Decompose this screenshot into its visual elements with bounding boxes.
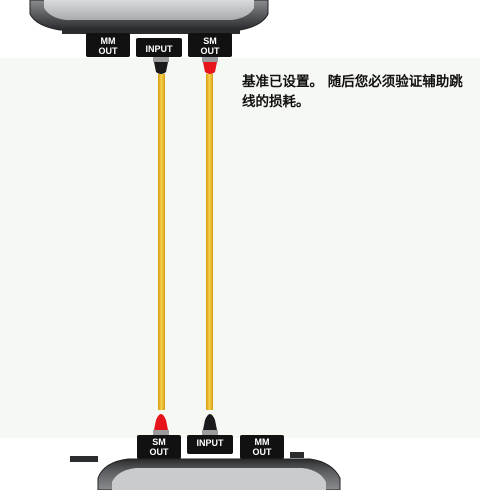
top-port-input-label: INPUT [146, 44, 174, 54]
bottom-port-input: INPUT [187, 435, 233, 454]
top-tester-device [29, 0, 269, 34]
top-connector-red [202, 57, 218, 74]
bottom-port-mm-out-label: MM [255, 437, 270, 447]
bottom-port-input-label: INPUT [197, 438, 225, 448]
instruction-text: 基准已设置。 随后您必须验证辅助跳线的损耗。 [242, 74, 463, 110]
bottom-port-mm-out: MM OUT [240, 435, 284, 459]
top-port-input: INPUT [136, 38, 182, 57]
bottom-connector-black [202, 414, 218, 435]
bottom-port-mm-out-label: OUT [253, 447, 273, 457]
top-port-sm-out-label: OUT [201, 46, 221, 56]
bottom-connector-red [153, 414, 169, 435]
top-connector-black [153, 57, 169, 74]
diagram-area [0, 58, 480, 438]
jumper-cable-right [206, 74, 213, 410]
bottom-port-sm-out-label: OUT [150, 447, 170, 457]
bottom-tester-device [70, 452, 341, 491]
top-port-sm-out: SM OUT [188, 33, 232, 57]
top-port-mm-out-label: MM [101, 36, 116, 46]
jumper-cable-left [158, 74, 165, 410]
bottom-port-sm-out-label: SM [152, 437, 166, 447]
bottom-port-sm-out: SM OUT [137, 435, 181, 459]
top-port-sm-out-label: SM [203, 36, 217, 46]
top-port-mm-out-label: OUT [99, 46, 119, 56]
top-port-mm-out: MM OUT [86, 33, 130, 57]
